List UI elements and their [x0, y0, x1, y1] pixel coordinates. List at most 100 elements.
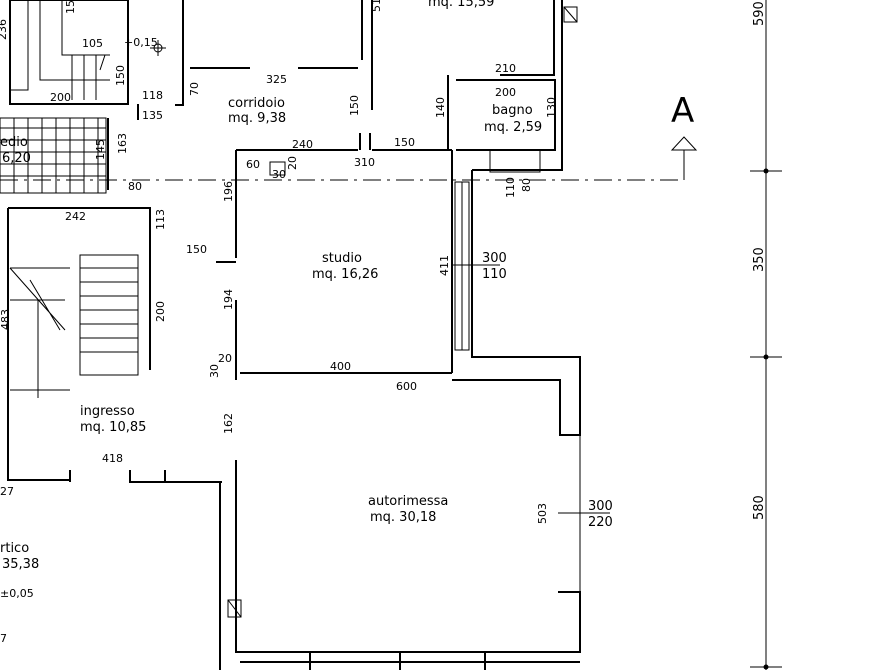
- dim-163: 163: [116, 133, 129, 154]
- wall-bath-top: [500, 0, 555, 76]
- stair-lines: [10, 0, 110, 91]
- dim-200-b: 200: [495, 86, 516, 99]
- dim-140: 140: [434, 97, 447, 118]
- dim-30-b: 30: [208, 364, 221, 378]
- stair-ingresso-lines: [9, 267, 70, 398]
- dim-node: [763, 354, 769, 360]
- ingresso-area: mq. 10,85: [80, 420, 146, 435]
- dim-27: 27: [0, 485, 14, 498]
- wall-garage-right-top: [452, 170, 581, 436]
- wall-tile-right: [107, 104, 139, 190]
- dim-130: 130: [545, 97, 558, 118]
- dim-150-d: 150: [186, 243, 207, 256]
- wall-bath-left: [447, 75, 452, 151]
- studio-name: studio: [322, 251, 362, 266]
- section-label: A: [671, 91, 694, 131]
- bath-shaft-box: [563, 6, 578, 23]
- dim-325: 325: [266, 73, 287, 86]
- dim-105: 105: [82, 37, 103, 50]
- wall-ingresso-bottom: [69, 470, 222, 483]
- wall-bath-right: [472, 0, 563, 171]
- wall-bottom-strip: [240, 652, 580, 670]
- dim-194: 194: [222, 289, 235, 310]
- top-room-area: mq. 15,59: [428, 0, 494, 10]
- dim-113: 113: [154, 209, 167, 230]
- dim-150-b: 150: [348, 95, 361, 116]
- dim-150-e: 150: [64, 0, 77, 14]
- dim-118: 118: [142, 89, 163, 102]
- level-cross-upper: [150, 40, 166, 56]
- dim-300-b: 300: [588, 499, 613, 514]
- dim-242: 242: [65, 210, 86, 223]
- corridoio-name: corridoio: [228, 96, 285, 111]
- dim-411: 411: [438, 255, 451, 276]
- portico-name: rtico: [0, 541, 29, 556]
- dim-503: 503: [536, 503, 549, 524]
- section-arrow: [670, 136, 698, 180]
- dim-node: [763, 168, 769, 174]
- dim-580: 580: [752, 495, 767, 520]
- wall-ingresso-top: [8, 207, 151, 370]
- bath-window: [489, 149, 541, 173]
- autorimessa-area: mq. 30,18: [370, 510, 436, 525]
- dim-30-a: 30: [272, 168, 286, 181]
- dim-110-a: 110: [504, 177, 517, 198]
- dim-60: 60: [246, 158, 260, 171]
- dim-220: 220: [588, 515, 613, 530]
- dim-418: 418: [102, 452, 123, 465]
- dim-240: 240: [292, 138, 313, 151]
- studio-niche: [269, 161, 286, 176]
- dim-7: 7: [0, 632, 7, 645]
- level-circle-upper: [153, 43, 163, 53]
- ingresso-name: ingresso: [80, 404, 135, 419]
- dim-300-a: 300: [482, 251, 507, 266]
- bagno-area: mq. 2,59: [484, 120, 542, 135]
- wall-ingresso-left: [7, 208, 70, 481]
- left-room-area: 6,20: [2, 151, 31, 166]
- garage-shaft-box: [227, 599, 242, 618]
- wall-corridor-mid: [361, 0, 373, 110]
- wall-corridor-left: [175, 0, 184, 106]
- dim-310: 310: [354, 156, 375, 169]
- dim-510: 510: [370, 0, 383, 12]
- portico-area: 35,38: [2, 557, 39, 572]
- dim-150-c: 150: [394, 136, 415, 149]
- studio-area: mq. 16,26: [312, 267, 378, 282]
- dim-590: 590: [752, 1, 767, 26]
- dim-162: 162: [222, 413, 235, 434]
- left-room-name: edio: [0, 135, 28, 150]
- level-lower: ±0,05: [0, 587, 34, 600]
- dim-400: 400: [330, 360, 351, 373]
- dim-150-a: 150: [114, 65, 127, 86]
- stair-block-top: [9, 0, 129, 105]
- corridoio-area: mq. 9,38: [228, 111, 286, 126]
- garage-shaft-diag: [227, 599, 242, 618]
- bagno-name: bagno: [492, 103, 533, 118]
- dim-236: 236: [0, 19, 9, 40]
- dim-196: 196: [222, 181, 235, 202]
- tile-grid: [0, 117, 107, 194]
- dim-70: 70: [188, 82, 201, 96]
- right-dim-line: [750, 0, 782, 670]
- dim-145: 145: [94, 139, 107, 160]
- stair-treads-top: [71, 54, 106, 100]
- dim-600: 600: [396, 380, 417, 393]
- stair-treads-ingresso: [79, 254, 139, 376]
- dim-node: [763, 664, 769, 670]
- dim-110-b: 110: [482, 267, 507, 282]
- dim-80-b: 80: [520, 178, 533, 192]
- autorimessa-name: autorimessa: [368, 494, 448, 509]
- dim-200-a: 200: [50, 91, 71, 104]
- dim-20-a: 20: [286, 156, 299, 170]
- dim-350: 350: [752, 247, 767, 272]
- wall-garage: [235, 460, 581, 653]
- room-labels: mq. 15,59 corridoio mq. 9,38 bagno mq. 2…: [0, 0, 542, 600]
- bath-shaft-diag: [563, 6, 578, 23]
- wall-studio-stub: [359, 133, 371, 150]
- walls: [0, 0, 581, 670]
- dimensions: 590 350 580 105 150 200 118 135 70 325 1…: [0, 0, 767, 645]
- dim-200-c: 200: [154, 301, 167, 322]
- level-upper: +0,15: [124, 36, 158, 49]
- dim-483: 483: [0, 309, 12, 330]
